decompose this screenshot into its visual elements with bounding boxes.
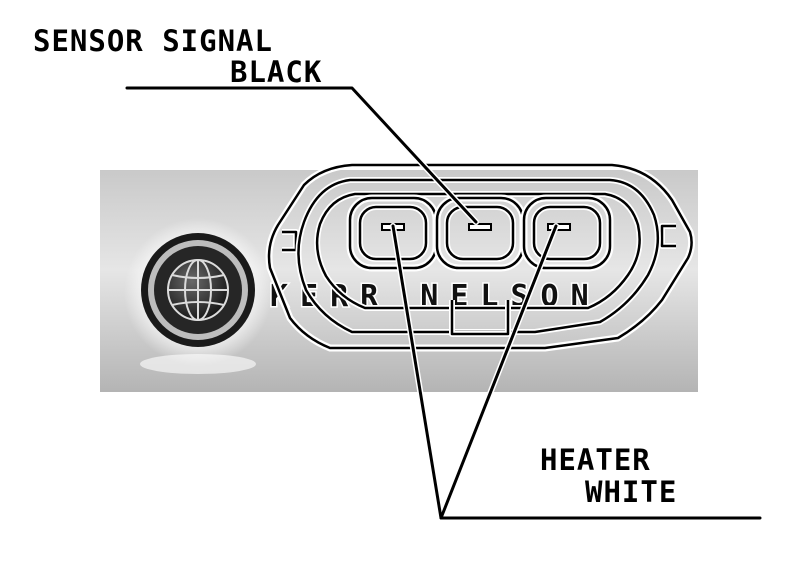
- sensor-signal-leader: [124, 85, 479, 225]
- heater-label: HEATER: [540, 443, 651, 477]
- connector-housing: [265, 161, 696, 352]
- heater-color-label: WHITE: [585, 475, 677, 509]
- pin-cavity-right: [520, 194, 614, 272]
- heater-leader: [390, 223, 763, 521]
- globe-icon: [124, 218, 272, 374]
- pin-cavities: [346, 194, 614, 272]
- sensor-signal-label: SENSOR SIGNAL: [33, 24, 273, 58]
- sensor-signal-color-label: BLACK: [230, 55, 322, 89]
